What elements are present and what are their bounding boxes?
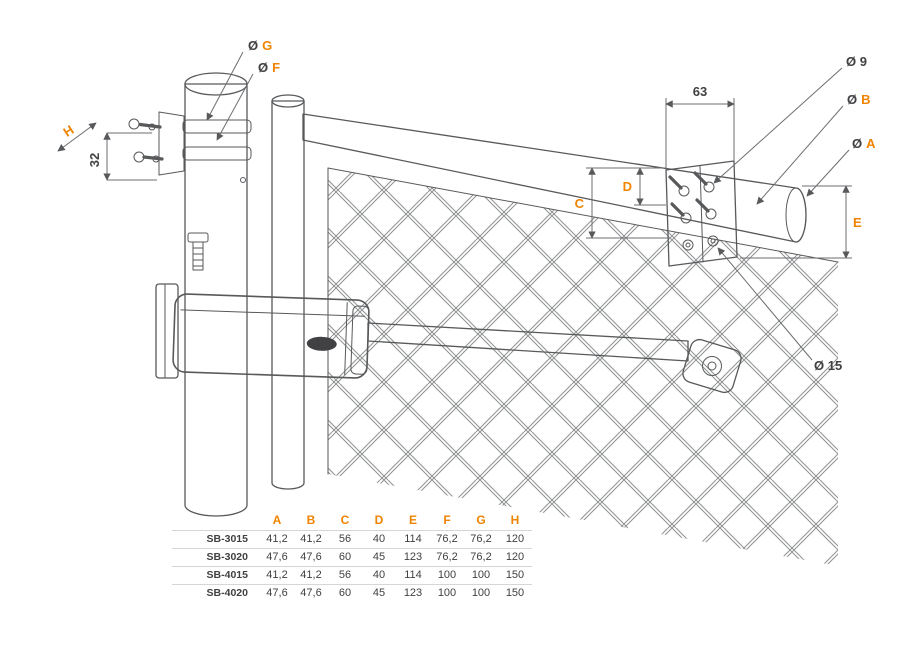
col-header-d: D [374, 513, 384, 527]
cell: 120 [505, 533, 525, 545]
cell: 120 [505, 551, 525, 563]
cell: 40 [372, 569, 386, 581]
spec-table: A B C D E F G H SB-3015 41,2 41,2 56 40 … [172, 511, 532, 602]
cell: 123 [403, 587, 423, 599]
gate-top-rail [302, 113, 807, 243]
cell: 76,2 [436, 551, 458, 563]
cell: 45 [372, 551, 386, 563]
plate-bolt [680, 212, 692, 224]
actuator-rear-bracket [155, 283, 179, 379]
label-dia-9: Ø 9 [713, 54, 867, 184]
brand-logo [306, 336, 337, 351]
plate-bolt [705, 208, 717, 220]
cell: 45 [372, 587, 386, 599]
dia-15-text: Ø 15 [814, 358, 842, 373]
col-header-a: A [272, 513, 282, 527]
cell: 100 [437, 569, 457, 581]
model-name: SB-4015 [206, 569, 248, 581]
cell: 100 [437, 587, 457, 599]
cell: 100 [471, 569, 491, 581]
cell: 114 [404, 569, 422, 581]
cell: 47,6 [266, 587, 288, 599]
dimension-e: E [740, 185, 862, 259]
plate-bolt [703, 181, 715, 193]
cell: 56 [338, 569, 352, 581]
plate-hole [682, 239, 694, 251]
col-header-c: C [340, 513, 350, 527]
cell: 76,2 [470, 533, 492, 545]
cell: 150 [505, 569, 525, 581]
rod-end-bracket [682, 338, 742, 394]
col-header-b: B [306, 513, 316, 527]
actuator-front-collar [350, 305, 370, 375]
cell: 41,2 [300, 533, 322, 545]
cell: 41,2 [300, 569, 322, 581]
col-header-g: G [476, 513, 486, 527]
dia-9-text: Ø 9 [846, 54, 867, 69]
model-name: SB-3020 [206, 551, 248, 563]
post-clamp [128, 111, 252, 176]
clamp-bolt-head [128, 118, 140, 130]
clamp-bolt-head [133, 151, 145, 163]
dimension-63: 63 [665, 84, 735, 170]
cell: 47,6 [300, 587, 322, 599]
cell: 76,2 [436, 533, 458, 545]
dim-63-text: 63 [693, 84, 707, 99]
col-header-e: E [408, 513, 417, 527]
model-name: SB-4020 [206, 587, 248, 599]
table-row: SB-4015 41,2 41,2 56 40 114 100 100 150 [172, 567, 532, 585]
dimension-d: D [586, 167, 666, 206]
plate-bolt [678, 185, 690, 197]
cell: 41,2 [266, 569, 288, 581]
cell: 47,6 [266, 551, 288, 563]
h-text: H [60, 122, 76, 140]
clamp-bolt-shaft [138, 122, 162, 129]
c-text: C [575, 196, 585, 211]
col-header-f: F [443, 513, 451, 527]
table-row: SB-3020 47,6 47,6 60 45 123 76,2 76,2 12… [172, 549, 532, 567]
cell: 40 [372, 533, 386, 545]
d-text: D [623, 179, 632, 194]
table-row: SB-4020 47,6 47,6 60 45 123 100 100 150 [172, 585, 532, 603]
spec-table-corner [172, 511, 260, 531]
cell: 41,2 [266, 533, 288, 545]
cell: 100 [471, 587, 491, 599]
cell: 150 [505, 587, 525, 599]
table-row: SB-3015 41,2 41,2 56 40 114 76,2 76,2 12… [172, 531, 532, 549]
spec-header-row: A B C D E F G H [172, 511, 532, 531]
anchor-bolt [187, 232, 209, 271]
gate-frame-post [271, 94, 305, 490]
model-name: SB-3015 [206, 533, 248, 545]
dimension-h: H [57, 122, 97, 152]
cell: 60 [338, 587, 352, 599]
e-text: E [853, 215, 862, 230]
actuator [155, 283, 370, 379]
dimension-c: C [575, 167, 668, 239]
col-header-h: H [510, 513, 520, 527]
mounting-plate [665, 160, 738, 267]
cell: 123 [403, 551, 423, 563]
cell: 56 [338, 533, 352, 545]
cell: 76,2 [470, 551, 492, 563]
cell: 60 [338, 551, 352, 563]
dimension-32: 32 [87, 132, 157, 181]
actuator-body [172, 293, 370, 379]
dim-32-text: 32 [87, 153, 102, 167]
cell: 114 [404, 533, 422, 545]
cell: 47,6 [300, 551, 322, 563]
plate-hole [707, 235, 719, 247]
label-dia-15: Ø 15 [717, 247, 842, 373]
